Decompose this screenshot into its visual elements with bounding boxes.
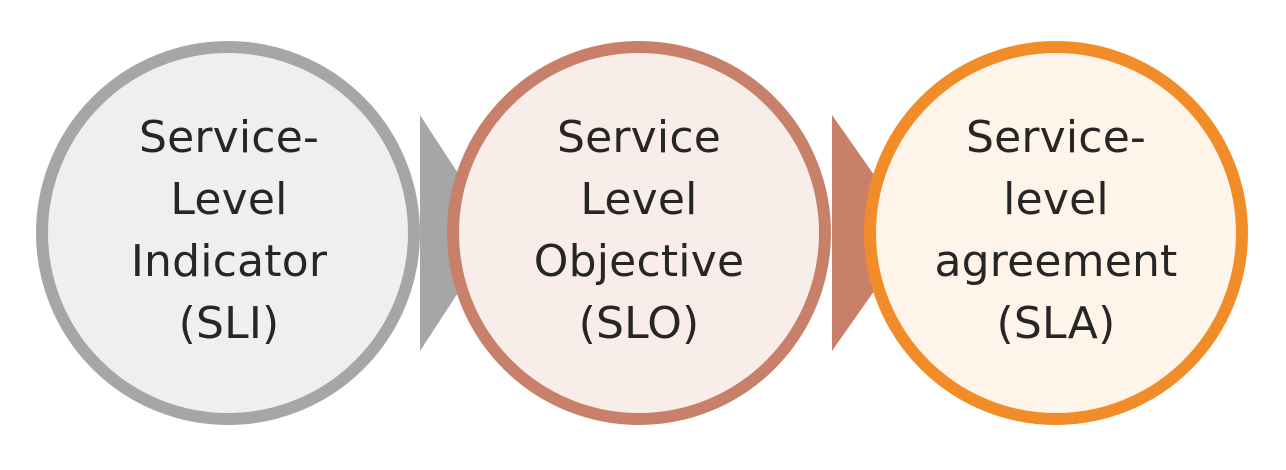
sla-label-line-4: (SLA) [996,298,1116,349]
sli-circle [36,41,420,425]
sli-label-line-4: (SLI) [178,298,280,349]
slo-label-line-2: Level [580,174,698,225]
sla-label-line-1: Service- [965,112,1147,163]
sla-circle [864,41,1248,425]
sli-label-line-3: Indicator [130,236,328,287]
sla-node [864,41,1248,425]
slo-label: Service Level Objective (SLO) [489,107,789,355]
sla-label: Service- level agreement (SLA) [906,107,1206,355]
slo-circle [447,41,831,425]
sli-label-line-1: Service- [138,112,320,163]
sla-label-line-3: agreement [934,236,1178,287]
sli-label: Service- Level Indicator (SLI) [79,107,379,355]
sla-label-line-2: level [1003,174,1109,225]
slo-label-line-4: (SLO) [578,298,700,349]
slo-label-line-3: Objective [533,236,745,287]
sli-label-line-2: Level [170,174,288,225]
slo-label-line-1: Service [556,112,721,163]
sli-node [36,41,497,425]
